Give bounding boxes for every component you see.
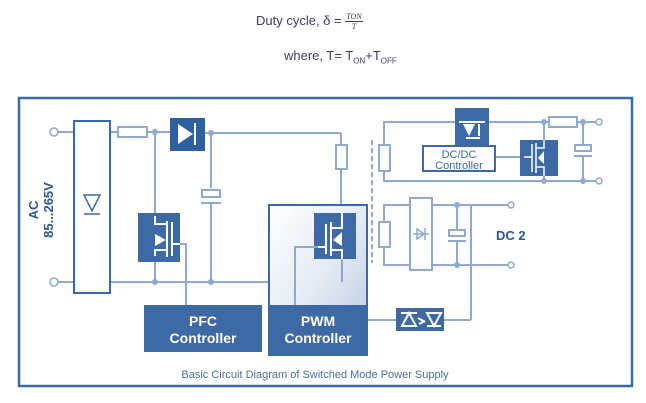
junction-dot <box>580 119 586 125</box>
dcdc-switch-icon <box>459 121 485 139</box>
wire <box>383 247 410 266</box>
wire <box>383 121 455 145</box>
wire <box>180 243 187 305</box>
off-subscript: OFF <box>380 56 397 66</box>
secondary2-diode-icon <box>413 227 429 241</box>
pfc-mosfet-arrow-icon <box>155 234 166 246</box>
pwm-mosfet-block <box>314 213 356 259</box>
output-resistor <box>548 116 578 128</box>
fraction: TON T <box>345 12 363 31</box>
pwm-mosfet-arrow-icon <box>333 232 342 246</box>
ac-label-line1: AC <box>26 200 41 219</box>
wire <box>383 204 410 222</box>
dc2-terminal-top <box>507 201 515 209</box>
bulk-capacitor <box>201 189 221 204</box>
pwm-controller <box>269 305 367 355</box>
dc1-terminal-bottom <box>595 177 603 185</box>
pfc-label-line1: PFC <box>189 313 217 329</box>
on-subscript: ON <box>353 56 366 66</box>
junction-dot <box>152 129 158 135</box>
dcdc-label-line1: DC/DC <box>442 149 477 161</box>
junction-dot <box>454 262 460 268</box>
secondary1-resistor <box>378 144 391 172</box>
ac-label-line2: 85...265V <box>41 182 56 238</box>
dc2-label: DC 2 <box>496 228 526 243</box>
pwm-label-line2: Controller <box>285 330 352 346</box>
pwm-label-line1: PWM <box>301 313 335 329</box>
pfc-label-line2: Controller <box>170 330 237 346</box>
pfc-controller <box>144 305 262 352</box>
pwm-mosfet-icon <box>318 213 343 259</box>
ac-terminal-top <box>49 127 59 137</box>
dc1-terminal-top <box>595 118 603 126</box>
junction-dot <box>208 130 214 136</box>
duty-cycle-text: Duty cycle, δ = <box>256 12 342 28</box>
dcdc-label-line2: Controller <box>435 160 483 172</box>
diagram-caption: Basic Circuit Diagram of Switched Mode P… <box>181 369 449 381</box>
junction-dot <box>152 279 158 285</box>
secondary2-capacitor <box>448 229 466 242</box>
input-resistor <box>117 126 148 138</box>
dcdc-controller <box>422 145 496 172</box>
plus-t-text: +T <box>365 48 381 63</box>
period-formula: where, T= TON+TOFF <box>284 48 397 66</box>
pfc-mosfet-icon <box>154 216 180 257</box>
junction-dot <box>541 119 547 125</box>
wire <box>294 246 318 305</box>
pfc-diode-icon <box>178 123 196 145</box>
duty-cycle-formula: Duty cycle, δ = TON T <box>256 12 363 31</box>
optocoupler-icon <box>400 310 443 329</box>
ac-terminal-bottom <box>49 277 59 287</box>
secondary2-resistor <box>378 221 391 248</box>
junction-dot <box>208 279 214 285</box>
dc2-terminal-bottom <box>507 261 515 269</box>
fraction-numerator: TON <box>345 12 363 22</box>
primary-resistor <box>335 144 348 170</box>
junctions <box>152 119 586 285</box>
fraction-denominator: T <box>351 22 357 31</box>
diagram-frame <box>17 96 634 388</box>
secondary-mosfet-arrow-icon <box>538 151 544 164</box>
bridge-rectifier <box>73 120 111 294</box>
junction-dot <box>454 202 460 208</box>
output-capacitor <box>574 144 592 157</box>
junction-dot <box>541 178 547 184</box>
wire <box>383 171 544 182</box>
where-text: where, T= T <box>284 48 354 63</box>
secondary-mosfet-icon <box>524 140 545 176</box>
rectifier-diode-icon <box>82 194 102 215</box>
junction-dot <box>580 178 586 184</box>
